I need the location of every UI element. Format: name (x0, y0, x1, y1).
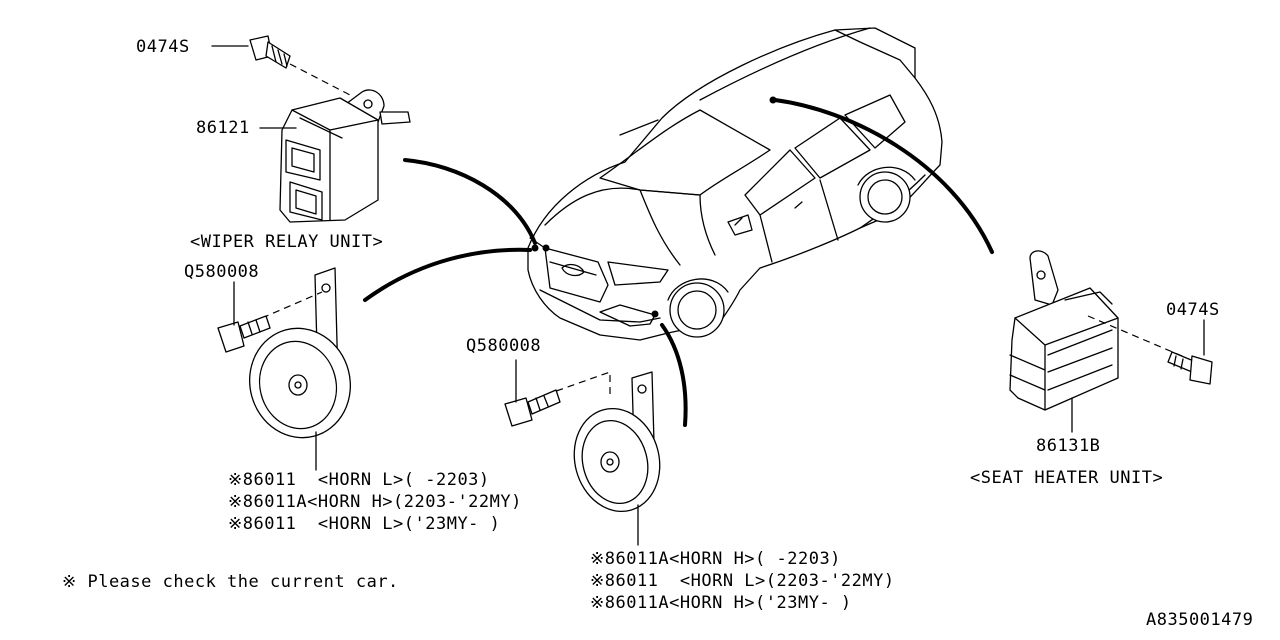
leader-dashed-horn-left (261, 291, 323, 319)
horn-center-illustration (573, 371, 661, 513)
bolt-center-horn-illustration (504, 389, 561, 427)
callout-arc-wiper-relay (403, 158, 537, 245)
locator-dot-horn-left (531, 244, 539, 252)
label-wiper-relay-unit: <WIPER RELAY UNIT> (190, 232, 384, 252)
callout-arc-horn-left (363, 247, 532, 302)
callout-arc-seat-heater (773, 98, 994, 254)
vehicle-illustration (527, 27, 943, 341)
seat-heater-unit-illustration (1009, 250, 1119, 411)
wiper-relay-unit-illustration (279, 89, 411, 223)
label-bolt-0474s-right[interactable]: 0474S (1166, 300, 1220, 320)
label-horn-left-line-1[interactable]: ※86011 <HORN L>( -2203) (228, 470, 490, 490)
note-check-current-car: ※ Please check the current car. (62, 572, 399, 592)
callout-arc-horn-center (660, 323, 688, 427)
leader-bolt-top-left (289, 63, 353, 97)
label-horn-left-line-3[interactable]: ※86011 <HORN L>('23MY- ) (228, 514, 501, 534)
label-seat-heater-unit: <SEAT HEATER UNIT> (970, 468, 1164, 488)
bolt-top-left-illustration (249, 35, 291, 69)
label-horn-center-line-3[interactable]: ※86011A<HORN H>('23MY- ) (590, 593, 852, 613)
diagram-id: A835001479 (1146, 610, 1254, 630)
label-seat-heater-part[interactable]: 86131B (1036, 436, 1101, 456)
leader-dashed-horn-center (544, 371, 611, 398)
bolt-left-horn-illustration (217, 315, 271, 353)
horn-left-illustration (248, 267, 352, 439)
label-wiper-relay-part[interactable]: 86121 (196, 118, 250, 138)
label-horn-center-line-1[interactable]: ※86011A<HORN H>( -2203) (590, 549, 841, 569)
label-horn-left-line-2[interactable]: ※86011A<HORN H>(2203-'22MY) (228, 492, 522, 512)
label-bolt-q580008-center[interactable]: Q580008 (466, 336, 542, 356)
leader-dashed-seat-heater (1087, 315, 1183, 357)
label-bolt-0474s-top[interactable]: 0474S (136, 37, 190, 57)
locator-dot-wiper-relay (542, 244, 550, 252)
label-horn-center-line-2[interactable]: ※86011 <HORN L>(2203-'22MY) (590, 571, 895, 591)
bolt-right-illustration (1167, 351, 1213, 385)
label-bolt-q580008-left[interactable]: Q580008 (184, 262, 260, 282)
locator-dot-horn-center (651, 310, 659, 318)
